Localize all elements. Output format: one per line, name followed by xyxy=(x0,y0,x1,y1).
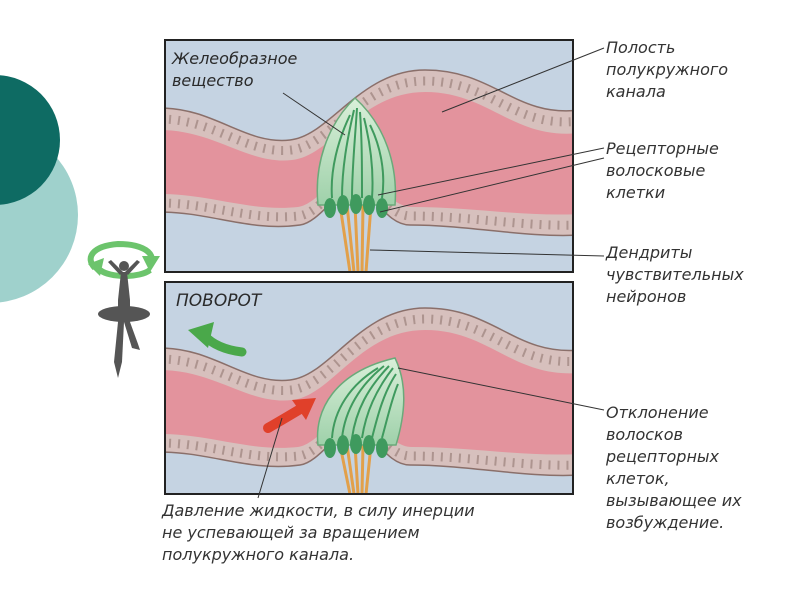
dancer-figure-icon xyxy=(98,260,150,378)
sensory-dendrites-label: Дендриты чувствительных нейронов xyxy=(606,243,744,306)
bottom-panel xyxy=(165,282,573,494)
rotation-arrow-icon xyxy=(87,240,160,279)
hairs-top xyxy=(330,107,385,199)
hair-cells-top xyxy=(324,194,388,218)
hair-deflection-label: Отклонение волосков рецепторных клеток, … xyxy=(606,403,742,532)
top-panel-frame xyxy=(164,39,574,273)
flow-arrow-icon xyxy=(188,322,247,357)
jelly-substance-label: Желеобразное вещество xyxy=(172,49,298,90)
hairs-bottom xyxy=(331,365,399,439)
hair-cells-bottom xyxy=(324,434,388,458)
top-panel xyxy=(165,40,573,272)
fluid-pressure-caption: Давление жидкости, в силу инерции не усп… xyxy=(162,501,475,564)
cupula-bottom xyxy=(316,357,405,446)
leader-lines xyxy=(257,47,605,499)
dendrites-top xyxy=(338,204,373,272)
bottom-panel-frame xyxy=(164,281,574,495)
fluid-pressure-arrow-icon xyxy=(263,398,316,433)
receptor-hair-cells-label: Рецепторные волосковые клетки xyxy=(606,139,719,202)
decor-circle-dark xyxy=(0,75,60,205)
canal-cavity-label: Полость полукружного канала xyxy=(606,38,729,101)
rotation-label: ПОВОРОТ xyxy=(176,291,262,311)
